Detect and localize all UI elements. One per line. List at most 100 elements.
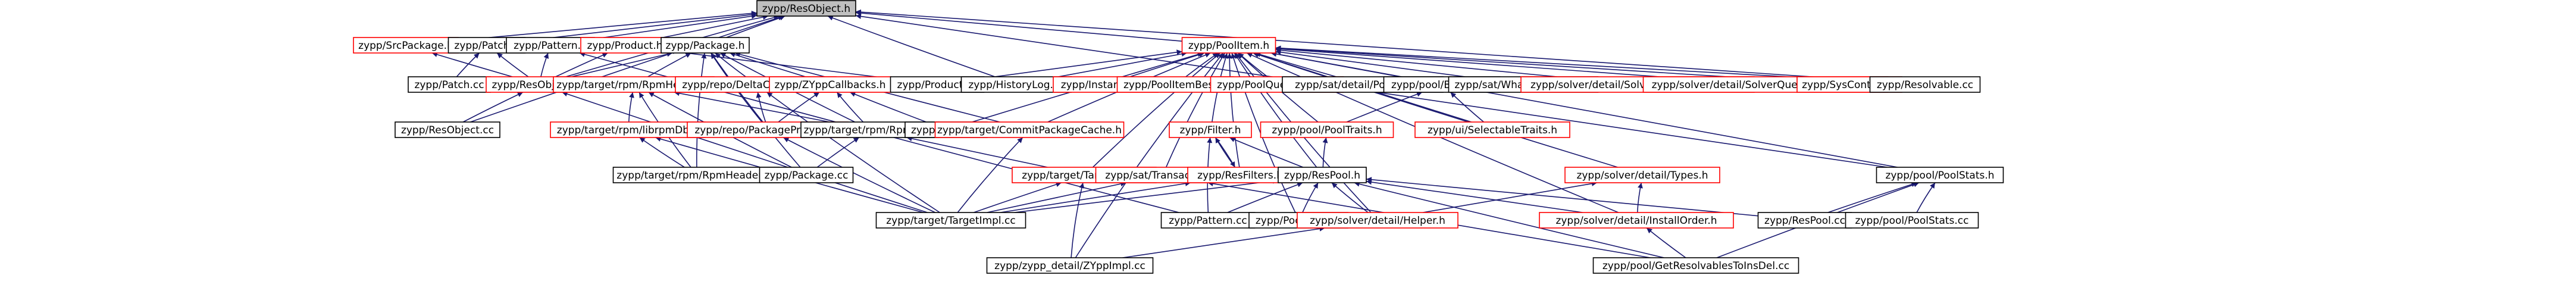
edge-selectabletraits-h-to-byident-h: [1450, 92, 1484, 123]
node-box: [1876, 167, 2004, 183]
edge-respool-cc-to-poolstats-h: [1827, 182, 1917, 213]
node-poolitem-h[interactable]: zypp/PoolItem.h: [1181, 37, 1276, 54]
edge-zyppimpl-cc-to-helper-h: [1122, 226, 1325, 258]
node-resfilters-h[interactable]: zypp/ResFilters.h: [1187, 167, 1293, 183]
edge-whatobsoletes-cc-to-poolitem-h: [1275, 49, 1466, 77]
node-box: [934, 121, 1125, 138]
edge-resobjects-h-to-pattern-h: [540, 52, 549, 77]
edge-installorder-h-to-respool-h: [1366, 179, 1583, 213]
node-label: zypp/target/rpm/RpmHeader.h: [556, 79, 710, 91]
edge-helper-h-to-respool-h: [1331, 182, 1369, 213]
node-label: zypp/Patch.cc: [414, 79, 484, 91]
edge-types-h-to-poolitem-h: [1253, 52, 1618, 168]
node-pattern-h[interactable]: zypp/Pattern.h: [506, 37, 595, 54]
node-zyppcallbacks-h[interactable]: zypp/ZYppCallbacks.h: [769, 76, 891, 93]
edge-sqitemupdate-h-to-poolitem-h: [1275, 46, 1660, 77]
node-srcpackage-h[interactable]: zypp/SrcPackage.h: [353, 37, 459, 54]
edge-targetimpl-cc-to-pkgprovider-h: [782, 137, 936, 213]
node-label: zypp/ResPool.h: [1284, 170, 1360, 182]
node-targetimpl-cc[interactable]: zypp/target/TargetImpl.cc: [875, 212, 1026, 229]
node-package-h[interactable]: zypp/Package.h: [661, 37, 750, 54]
node-respool-cc[interactable]: zypp/ResPool.cc: [1757, 212, 1852, 229]
edge-resfilters-h-to-poolitem-h: [1226, 52, 1240, 168]
node-label: zypp/target/rpm/RpmDb.h: [803, 124, 936, 136]
edge-resobjects-h-to-product-h: [555, 52, 608, 77]
edge-instanceid-h-to-poolitem-h: [1129, 52, 1205, 77]
node-binheader-h[interactable]: zypp/target/rpm/librpmDb.h: [550, 121, 706, 138]
node-label: zypp/Resolvable.cc: [1877, 79, 1973, 91]
node-box: [1160, 212, 1256, 229]
edge-getresolvables-cc-to-installorder-h: [1646, 227, 1686, 258]
edge-pkgprovider-h-to-deltacand-h: [756, 92, 766, 123]
node-pooltraits-h[interactable]: zypp/pool/PoolTraits.h: [1260, 121, 1394, 138]
node-box: [353, 37, 459, 54]
node-label: zypp/target/rpm/librpmDb.h: [557, 124, 699, 136]
node-label: zypp/Pattern.h: [514, 40, 587, 52]
edge-poolitem-cc-to-respool-h: [1302, 182, 1319, 213]
edge-syscontent-h-to-poolitem-h: [1275, 46, 1798, 82]
node-types-h[interactable]: zypp/solver/detail/Types.h: [1564, 167, 1720, 183]
node-label: zypp/ResObject.h: [762, 3, 850, 15]
edge-resobjects-h-to-srcpackage-h: [431, 52, 513, 77]
node-respool-h[interactable]: zypp/ResPool.h: [1278, 167, 1367, 183]
node-label: zypp/pool/PoolStats.cc: [1855, 215, 1968, 227]
node-box: [1564, 167, 1720, 183]
node-rpmheader-cc[interactable]: zypp/target/rpm/RpmHeader.cc: [612, 167, 780, 183]
edge-targetimpl-cc-to-targetimpl-h: [974, 182, 1062, 213]
node-resolvable-cc[interactable]: zypp/Resolvable.cc: [1869, 76, 1981, 93]
node-box: [1592, 257, 1799, 274]
node-label: zypp/Patch.h: [454, 40, 519, 52]
node-getresolvables-cc[interactable]: zypp/pool/GetResolvablesToInsDel.cc: [1592, 257, 1799, 274]
edge-package-cc-to-rpmdb-h: [816, 137, 860, 168]
edge-poolstats-cc-to-poolstats-h: [1916, 182, 1936, 213]
edge-helper-h-to-types-h: [1422, 181, 1598, 213]
edge-targetimpl-cc-to-deltacand-h: [766, 92, 940, 213]
node-box: [550, 121, 706, 138]
node-resobject-cc[interactable]: zypp/ResObject.cc: [395, 121, 500, 138]
node-selectabletraits-h[interactable]: zypp/ui/SelectableTraits.h: [1414, 121, 1570, 138]
edge-historylog-cc-to-poolitem-h: [1058, 51, 1187, 77]
edge-respool-h-to-filter-h: [1229, 137, 1304, 168]
edge-poolstats-h-to-poolitem-h: [1271, 51, 1898, 168]
node-product-h[interactable]: zypp/Product.h: [580, 37, 669, 54]
node-patch-cc[interactable]: zypp/Patch.cc: [408, 76, 491, 93]
node-installorder-h[interactable]: zypp/solver/detail/InstallOrder.h: [1539, 212, 1734, 229]
node-label: zypp/Package.cc: [765, 170, 849, 182]
node-label: zypp/Product.h: [587, 40, 662, 52]
node-helper-h[interactable]: zypp/solver/detail/Helper.h: [1297, 212, 1458, 229]
edge-rpmheader-cc-to-binheader-h: [639, 137, 685, 168]
node-zyppimpl-cc[interactable]: zypp/zypp_detail/ZYppImpl.cc: [986, 257, 1154, 274]
node-package-cc[interactable]: zypp/Package.cc: [759, 167, 854, 183]
edge-pooltraits-h-to-byident-h: [1346, 92, 1423, 123]
edge-targetimpl-h-to-poolitem-h: [1092, 52, 1221, 168]
node-label: zypp/ResPool.cc: [1764, 215, 1845, 227]
node-box: [1869, 76, 1981, 93]
node-label: zypp/PoolItem.h: [1188, 40, 1269, 52]
node-filter-h[interactable]: zypp/Filter.h: [1169, 121, 1252, 138]
edge-srcpackage-h-to-resobject-h: [458, 10, 758, 41]
edge-resobjects-h-to-patch-h: [496, 52, 529, 77]
node-poolstats-h[interactable]: zypp/pool/PoolStats.h: [1876, 167, 2004, 183]
node-pattern-cc[interactable]: zypp/Pattern.cc: [1160, 212, 1256, 229]
edge-package-cc-to-package-h: [710, 52, 801, 168]
edge-respool-h-to-pooltraits-h: [1322, 137, 1328, 168]
node-box: [1414, 121, 1570, 138]
edge-product-h-to-resobject-h: [662, 14, 769, 38]
edge-binheader-h-to-rpmheader-h: [628, 92, 634, 123]
node-label: zypp/Filter.h: [1179, 124, 1241, 136]
edge-targetimpl-cc-to-resfilters-h: [1000, 180, 1191, 213]
node-label: zypp/target/TargetImpl.cc: [886, 215, 1016, 227]
node-box: [1757, 212, 1852, 229]
edge-poolitem-h-to-resobject-h: [855, 10, 1182, 42]
edge-transaction-h-to-poolitem-h: [1165, 52, 1226, 168]
node-label: zypp/solver/detail/Helper.h: [1310, 215, 1445, 227]
node-poolstats-cc[interactable]: zypp/pool/PoolStats.cc: [1845, 212, 1979, 229]
edge-resolvable-cc-to-resobject-h: [855, 9, 1870, 82]
node-commitpkgcache-h[interactable]: zypp/target/CommitPackageCache.h: [934, 121, 1125, 138]
node-box: [1539, 212, 1734, 229]
edges-layer: [431, 9, 1936, 258]
node-resobject-h[interactable]: zypp/ResObject.h: [756, 0, 856, 17]
edge-package-h-to-resobject-h: [726, 15, 785, 38]
edge-targetimpl-cc-to-transaction-h: [987, 181, 1126, 213]
